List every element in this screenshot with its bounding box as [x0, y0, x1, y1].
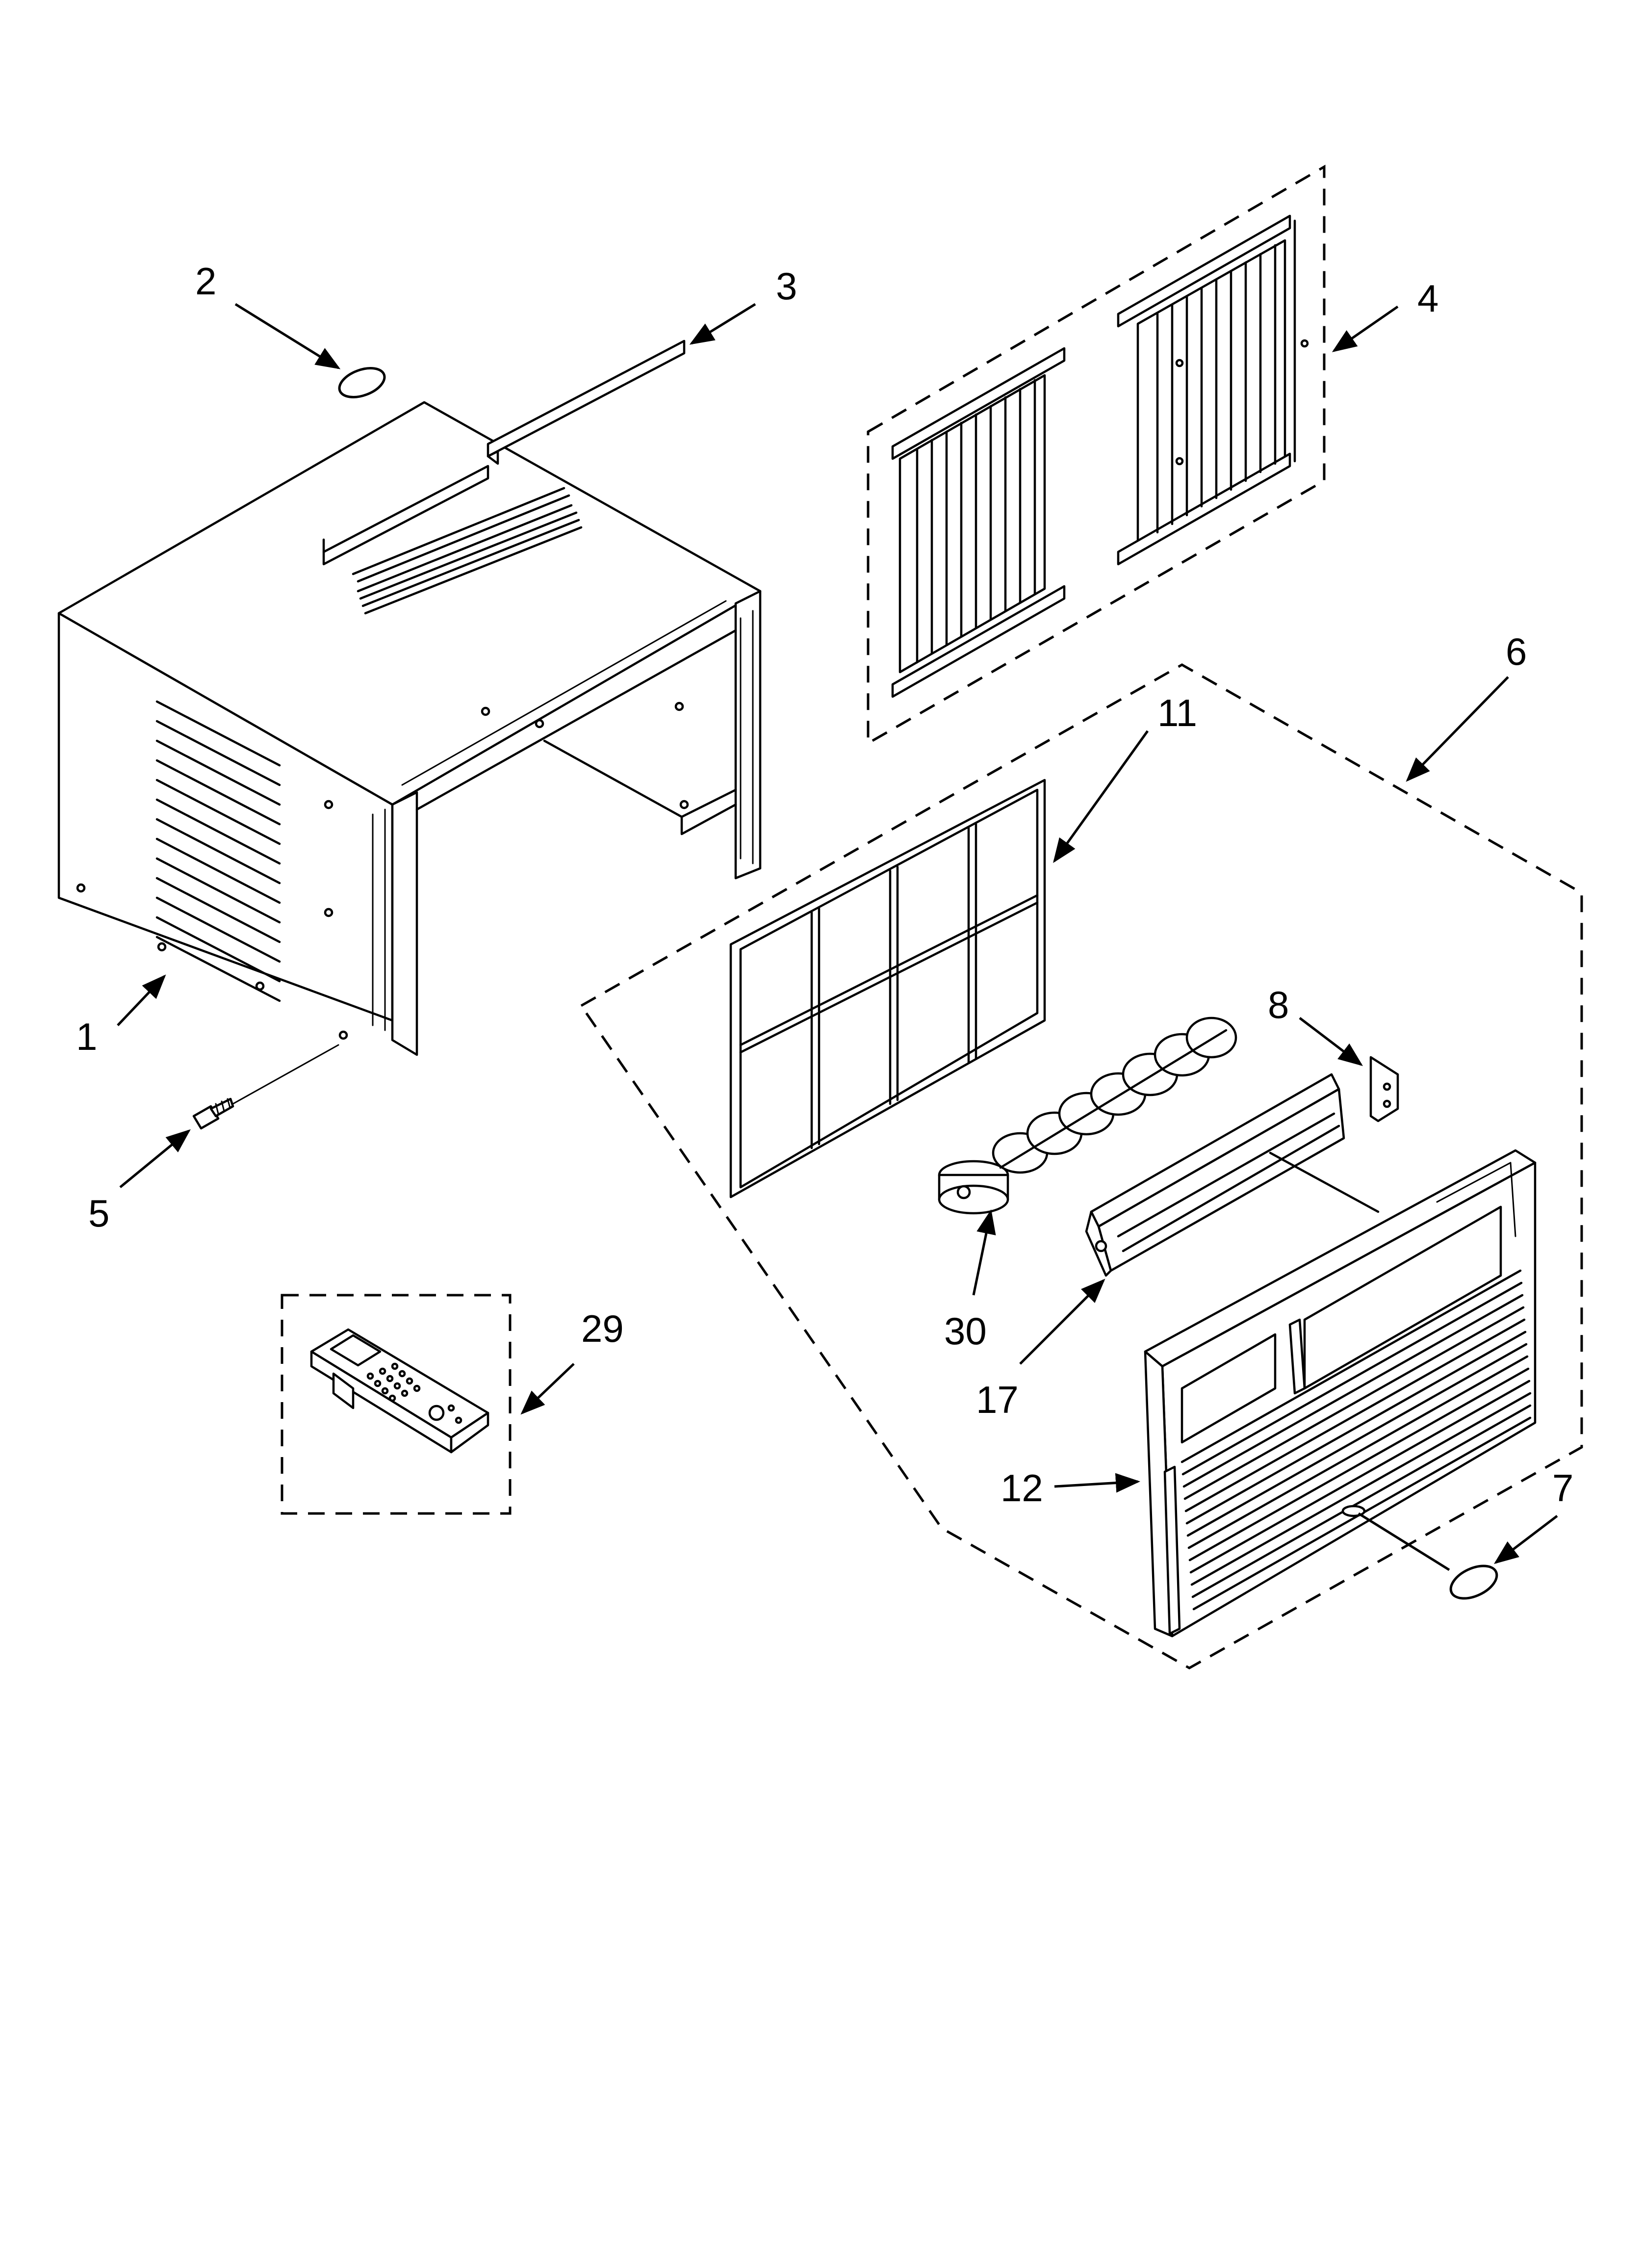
- side-curtain-right: [1117, 214, 1309, 566]
- leader-8: [1299, 1017, 1363, 1067]
- callout-4: 4: [1417, 277, 1438, 320]
- leader-7-contact: [1358, 1512, 1450, 1571]
- callout-7: 7: [1552, 1466, 1573, 1510]
- callout-2: 2: [195, 260, 216, 303]
- leader-29: [520, 1363, 575, 1415]
- leader-3: [689, 303, 756, 345]
- callout-5: 5: [88, 1192, 109, 1235]
- screw-part: [192, 1044, 339, 1130]
- bracket-part: [1369, 1056, 1399, 1122]
- callout-29: 29: [581, 1307, 624, 1350]
- group-outline-29: [281, 1294, 512, 1515]
- leader-12: [1054, 1473, 1140, 1493]
- leader-17: [1019, 1278, 1105, 1365]
- grille-slats: [1180, 1269, 1532, 1611]
- leader-11: [1053, 730, 1149, 863]
- leader-5: [119, 1129, 191, 1188]
- leader-30: [972, 1209, 996, 1296]
- top-rail-part: [322, 339, 686, 566]
- callout-3: 3: [776, 264, 797, 308]
- discharge-louver-part: [1085, 1073, 1380, 1277]
- callout-1: 1: [76, 1015, 97, 1058]
- leader-1: [117, 974, 166, 1026]
- cabinet-part: [57, 401, 762, 1056]
- leader-2: [234, 303, 341, 369]
- leader-7: [1494, 1515, 1558, 1564]
- remote-control-part: [310, 1328, 489, 1454]
- callout-11: 11: [1157, 691, 1197, 734]
- side-louvers: [155, 700, 281, 1002]
- group-outline-6: [579, 663, 1583, 1669]
- label-part-7: [1449, 1564, 1498, 1600]
- callout-6: 6: [1506, 630, 1527, 673]
- leader-4: [1332, 305, 1399, 352]
- group-outline-4: [867, 164, 1326, 746]
- callout-12: 12: [1001, 1466, 1043, 1510]
- callout-17: 17: [976, 1378, 1019, 1421]
- side-curtain-left: [891, 347, 1066, 698]
- filter-part: [729, 779, 1046, 1199]
- callout-8: 8: [1268, 983, 1289, 1026]
- leader-6: [1406, 676, 1509, 782]
- front-grille-part: [1144, 1149, 1537, 1638]
- callout-30: 30: [944, 1309, 987, 1353]
- blower-wheel-part: [938, 1017, 1237, 1215]
- label-part-2: [338, 367, 386, 398]
- top-louvers: [352, 487, 583, 615]
